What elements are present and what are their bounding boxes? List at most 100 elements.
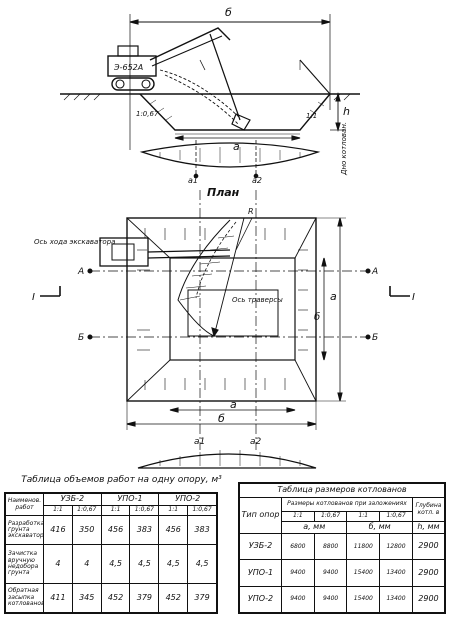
t2-cell: 6800 (281, 532, 315, 561)
ground-hatch (63, 93, 351, 101)
pit-section-outline (139, 93, 331, 131)
t1-sub: 1:0,67 (129, 505, 160, 516)
t1-cell: 456 (100, 514, 131, 546)
label-dim-b-bottom: б (218, 412, 225, 425)
t1-cell: 4 (43, 544, 73, 584)
t1-cell: 4,5 (129, 544, 160, 584)
t1-cell: 4,5 (158, 544, 189, 584)
t2-cell: 15400 (346, 559, 381, 587)
bottom-arc (137, 453, 317, 469)
section-arc (139, 142, 321, 168)
t2-cell: 12800 (379, 532, 413, 561)
label-dim-b-vertical: б (314, 311, 320, 323)
t2-cell: 2900 (411, 585, 446, 614)
t1-sub: 1:1 (43, 505, 73, 516)
t1-cell: 456 (158, 514, 189, 546)
t2-cell: 15400 (346, 585, 381, 614)
label-slope-right: 1:1 (306, 112, 317, 120)
t1-group-1: УЗБ-2 (43, 493, 102, 506)
table1-title: Таблица объемов работ на одну опору, м³ (21, 475, 222, 485)
label-a1-bottom: а1 (194, 437, 205, 447)
label-a2-top: а2 (252, 176, 262, 185)
label-axis-traverse: Ось траверсы (232, 296, 283, 304)
table-row: Обратная засыпка котлованов 411 345 452 … (5, 582, 217, 614)
label-point-b-left: Б (78, 333, 84, 343)
t1-row-name: Обратная засыпка котлованов (5, 582, 44, 614)
t2-title: Таблица размеров котлованов (239, 483, 445, 498)
label-excavator-model: Э-652А (113, 63, 143, 72)
label-point-a-left: А (77, 267, 84, 277)
table-row: Разработка грунта экскаватор. 416 350 45… (5, 514, 217, 546)
label-axis-move: Ось хода экскаватора (34, 238, 115, 246)
label-section-left: I (32, 292, 35, 303)
t1-cell: 4 (71, 544, 102, 584)
t1-cell: 345 (71, 582, 102, 614)
table-row: Зачистка вручную недобора грунта 4 4 4,5… (5, 544, 217, 584)
t2-sub: 1:1 (281, 511, 315, 522)
t2-header-h: h, мм (411, 521, 446, 534)
t1-cell: 379 (187, 582, 217, 614)
t1-group-3: УПО-2 (158, 493, 217, 506)
t2-row-type: УПО-1 (239, 559, 282, 587)
plan-view (99, 217, 317, 402)
label-dim-a-bottom: а (230, 398, 237, 411)
t2-header-sizes: Размеры котлованов при заложениях (281, 497, 413, 512)
table-work-volumes: Наименов. работ УЗБ-2 УПО-1 УПО-2 1:1 1:… (4, 492, 218, 614)
t1-row-name: Разработка грунта экскаватор. (5, 514, 44, 546)
label-plan-title: План (207, 186, 240, 199)
t2-sub: 1:1 (346, 511, 381, 522)
t1-cell: 4,5 (187, 544, 217, 584)
t2-cell: 2900 (411, 559, 446, 587)
t2-header-b: б, мм (346, 521, 413, 534)
t1-sub: 1:1 (158, 505, 189, 516)
table-row: УЗБ-2 6800 8800 11800 12800 2900 (239, 532, 446, 561)
label-slope-left: 1:0,67 (136, 110, 159, 118)
label-section-right: I (412, 292, 415, 303)
t1-cell: 379 (129, 582, 160, 614)
label-dim-a-vertical: а (330, 290, 337, 303)
t2-header-depth: Глубина котл. в (411, 497, 446, 522)
t2-cell: 9400 (313, 559, 348, 587)
t2-sub: 1:0,67 (379, 511, 413, 522)
table-row: УПО-1 9400 9400 15400 13400 2900 (239, 559, 446, 587)
label-point-b-right: Б (372, 333, 378, 343)
table-pit-sizes: Таблица размеров котлованов Тип опор Раз… (238, 482, 446, 614)
label-a1-top: а1 (188, 176, 198, 185)
t1-sub: 1:1 (100, 505, 131, 516)
label-dim-h: h (343, 105, 350, 118)
label-a2-bottom: а2 (250, 437, 262, 447)
t2-cell: 9400 (281, 585, 315, 614)
t1-header-name: Наименов. работ (5, 493, 44, 516)
t1-cell: 350 (71, 514, 102, 546)
label-radius: R (248, 207, 254, 216)
table-row: УПО-2 9400 9400 15400 13400 2900 (239, 585, 446, 614)
t1-cell: 411 (43, 582, 73, 614)
t1-cell: 383 (187, 514, 217, 546)
pit-hatch (149, 99, 325, 121)
t2-cell: 11800 (346, 532, 381, 561)
t2-cell: 8800 (313, 532, 348, 561)
t1-sub: 1:0,67 (71, 505, 102, 516)
t1-cell: 452 (158, 582, 189, 614)
t2-cell: 9400 (313, 585, 348, 614)
t2-cell: 2900 (411, 532, 446, 561)
t2-row-type: УЗБ-2 (239, 532, 282, 561)
label-dim-b-top: б (225, 6, 232, 19)
t2-header-type: Тип опор (239, 497, 282, 534)
label-dim-a-section: а (233, 140, 240, 153)
t1-cell: 4,5 (100, 544, 131, 584)
t1-cell: 452 (100, 582, 131, 614)
t2-row-type: УПО-2 (239, 585, 282, 614)
t2-sub: 1:0,67 (313, 511, 348, 522)
label-point-a-right: А (371, 267, 378, 277)
t2-cell: 13400 (379, 585, 413, 614)
t1-row-name: Зачистка вручную недобора грунта (5, 544, 44, 584)
t1-cell: 383 (129, 514, 160, 546)
t1-cell: 416 (43, 514, 73, 546)
excavator-side-view (107, 27, 251, 131)
t1-group-2: УПО-1 (100, 493, 160, 506)
t2-cell: 9400 (281, 559, 315, 587)
label-vertical-note: Дно котлован. (340, 122, 348, 176)
t1-sub: 1:0,67 (187, 505, 217, 516)
